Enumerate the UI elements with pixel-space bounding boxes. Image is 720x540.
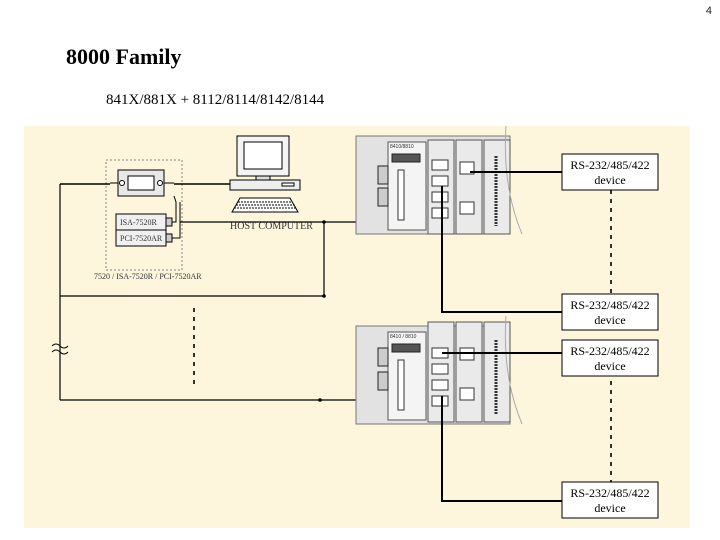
network-diagram: ISA-7520R PCI-7520AR 7520 / ISA-7520R / … [24,126,690,528]
page-number: 4 [705,5,712,17]
network-diagram-svg: ISA-7520R PCI-7520AR 7520 / ISA-7520R / … [51,126,659,519]
controller-1-label: 8410/8810 [390,144,414,150]
slide-title: 8000 Family [66,44,182,69]
pci-card: PCI-7520AR [115,229,173,247]
device-3-line1: RS-232/485/422 [570,344,649,358]
device-box-2: RS-232/485/422 device [561,293,659,331]
device-1-line1: RS-232/485/422 [570,158,649,172]
keyboard-icon [231,197,299,213]
wire-rack1-device2 [441,186,562,313]
wire-break-symbol [51,343,69,355]
isa-card-label: ISA-7520R [120,218,158,227]
pci-card-label: PCI-7520AR [120,234,163,243]
wire-pci-port [172,202,181,239]
controller-2-label: 8410 / 8810 [390,334,417,340]
controller-rack-1: 8410/8810 [355,126,523,235]
junction-dot [322,220,326,224]
device-2-line1: RS-232/485/422 [570,298,649,312]
junction-dot [318,398,322,402]
device-1-line2: device [594,173,625,187]
wire-card-ports [172,195,177,223]
device-4-line2: device [594,501,625,515]
device-4-line1: RS-232/485/422 [570,486,649,500]
device-box-1: RS-232/485/422 device [561,153,659,191]
converter-dashed-box [105,159,183,271]
slide-subtitle: 841X/881X + 8112/8114/8142/8144 [106,92,325,108]
wire-rack2-device4 [441,396,562,502]
device-box-4: RS-232/485/422 device [561,481,659,519]
device-3-line2: device [594,359,625,373]
converter-7520-icon [110,169,174,197]
device-2-line2: device [594,313,625,327]
device-box-3: RS-232/485/422 device [561,339,659,377]
junction-dot [322,294,326,298]
host-computer-icon [229,135,301,213]
host-computer-label: HOST COMPUTER [230,221,313,232]
converter-caption: 7520 / ISA-7520R / PCI-7520AR [94,272,202,281]
isa-card: ISA-7520R [115,213,173,231]
controller-rack-2: 8410 / 8810 [355,315,523,425]
